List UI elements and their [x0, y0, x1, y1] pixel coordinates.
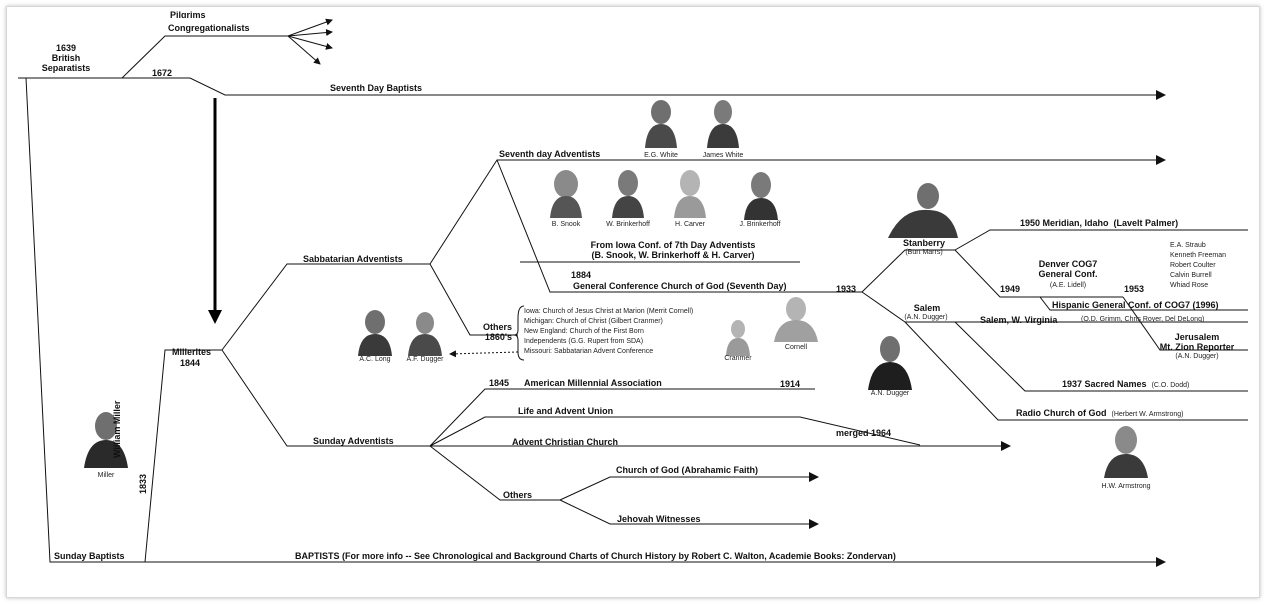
- label-an-dugger: A.N. Dugger: [870, 390, 910, 397]
- portrait-w-brinkerhoff: [612, 170, 644, 218]
- portrait-hw-armstrong: [1104, 426, 1148, 478]
- node-merged-1964: merged 1964: [836, 428, 892, 438]
- year-1844: 1844: [180, 358, 201, 368]
- node-british-separatists: 1639 British Separatists: [41, 43, 91, 73]
- node-radio-cog: Radio Church of God (Herbert W. Armstron…: [1016, 408, 1184, 418]
- portrait-burt-marrs: [888, 183, 958, 238]
- node-jerusalem: Jerusalem Mt. Zion Reporter: [1159, 332, 1235, 352]
- node-gccog: General Conference Church of God (Sevent…: [573, 281, 787, 291]
- node-millerites: Millerites: [172, 347, 212, 357]
- node-seventh-day-adventists: Seventh day Adventists: [499, 149, 601, 159]
- portrait-miller: [84, 412, 128, 468]
- portrait-j-brinkerhoff: [744, 172, 778, 220]
- others-list-item: Iowa: Church of Jesus Christ at Marion (…: [524, 308, 694, 315]
- node-stanberry-sub: (Burt Marrs): [905, 249, 943, 256]
- node-sunday-baptists: Sunday Baptists: [54, 551, 125, 561]
- node-salem-wv-sub: (O.D. Grimm, Chris Royer, Del DeLong): [1081, 316, 1205, 323]
- portrait-eg-white: [645, 100, 677, 148]
- node-meridian-1950: 1950 Meridian, Idaho (Lavelt Palmer): [1020, 218, 1179, 228]
- node-cog-abrahamic: Church of God (Abrahamic Faith): [616, 465, 759, 475]
- year-1884: 1884: [571, 270, 592, 280]
- label-eg-white: E.G. White: [644, 152, 678, 159]
- label-miller: Miller: [97, 472, 115, 479]
- year-1845: 1845: [489, 378, 510, 388]
- node-iowa-conf: From Iowa Conf. of 7th Day Adventists (B…: [590, 240, 756, 260]
- label-james-white: James White: [702, 152, 744, 159]
- node-sunday-adventists: Sunday Adventists: [313, 436, 394, 446]
- label-ac-long: A.C. Long: [359, 356, 391, 363]
- node-salem: Salem: [913, 303, 941, 313]
- node-stanberry: Stanberry: [902, 238, 946, 248]
- node-denver-sub: (A.E. Lidell): [1049, 282, 1087, 289]
- year-1953: 1953: [1124, 284, 1145, 294]
- node-seventh-day-baptists: Seventh Day Baptists: [330, 83, 423, 93]
- label-hw-armstrong: H.W. Armstrong: [1101, 483, 1151, 490]
- node-sabbatarian-adventists: Sabbatarian Adventists: [303, 254, 403, 264]
- node-denver-cog7: Denver COG7 General Conf.: [1038, 259, 1098, 279]
- portrait-james-white: [707, 100, 739, 148]
- others-list: Iowa: Church of Jesus Christ at Marion (…: [524, 307, 693, 357]
- portrait-ac-long: [358, 310, 392, 356]
- denver-names: E.A. Straub Kenneth Freeman Robert Coult…: [1170, 242, 1227, 289]
- node-others-1860s: Others 1860's: [482, 322, 512, 342]
- label-w-brinkerhoff: W. Brinkerhoff: [606, 221, 650, 228]
- portrait-b-snook: [550, 170, 582, 218]
- year-1933: 1933: [836, 284, 857, 294]
- label-cranmer: Cranmer: [724, 355, 752, 362]
- others-list-item: Missouri: Sabbatarian Advent Conference: [524, 348, 654, 355]
- label-af-dugger: A.F. Dugger: [406, 356, 444, 363]
- year-1672: 1672: [152, 68, 173, 78]
- others-list-item: New England: Church of the First Born: [524, 328, 644, 335]
- portrait-h-carver: [674, 170, 706, 218]
- node-hispanic: Hispanic General Conf. of COG7 (1996): [1052, 300, 1219, 310]
- others-list-item: Independents (G.G. Rupert from SDA): [524, 338, 644, 345]
- portrait-an-dugger: [868, 336, 912, 390]
- portrait-af-dugger: [408, 312, 442, 356]
- node-salem-sub: (A.N. Dugger): [904, 314, 948, 321]
- node-baptists: BAPTISTS (For more info -- See Chronolog…: [295, 551, 896, 561]
- node-others: Others: [503, 490, 533, 500]
- portrait-cornell: [774, 297, 818, 342]
- node-jerusalem-sub: (A.N. Dugger): [1175, 353, 1219, 360]
- label-b-snook: B. Snook: [551, 221, 581, 228]
- portrait-cranmer: [726, 320, 750, 356]
- year-1914: 1914: [780, 379, 801, 389]
- node-life-advent: Life and Advent Union: [518, 406, 614, 416]
- label-h-carver: H. Carver: [675, 221, 705, 228]
- node-william-miller: William Miller: [112, 400, 122, 458]
- node-sacred-names: 1937 Sacred Names (C.O. Dodd): [1062, 379, 1190, 389]
- node-ama: American Millennial Association: [524, 378, 662, 388]
- others-list-item: Michigan: Church of Christ (Gilbert Cran…: [524, 318, 663, 325]
- node-pilgrims: Pilgrims: [170, 10, 206, 18]
- year-1949: 1949: [1000, 284, 1021, 294]
- node-salem-wv: Salem, W. Virginia: [980, 315, 1058, 325]
- node-jehovah: Jehovah Witnesses: [617, 514, 701, 524]
- year-1833: 1833: [138, 473, 148, 494]
- label-cornell: Cornell: [784, 344, 808, 351]
- node-congregationalists: Congregationalists: [168, 23, 250, 33]
- label-j-brinkerhoff: J. Brinkerhoff: [739, 221, 781, 228]
- node-advent-christian: Advent Christian Church: [512, 437, 619, 447]
